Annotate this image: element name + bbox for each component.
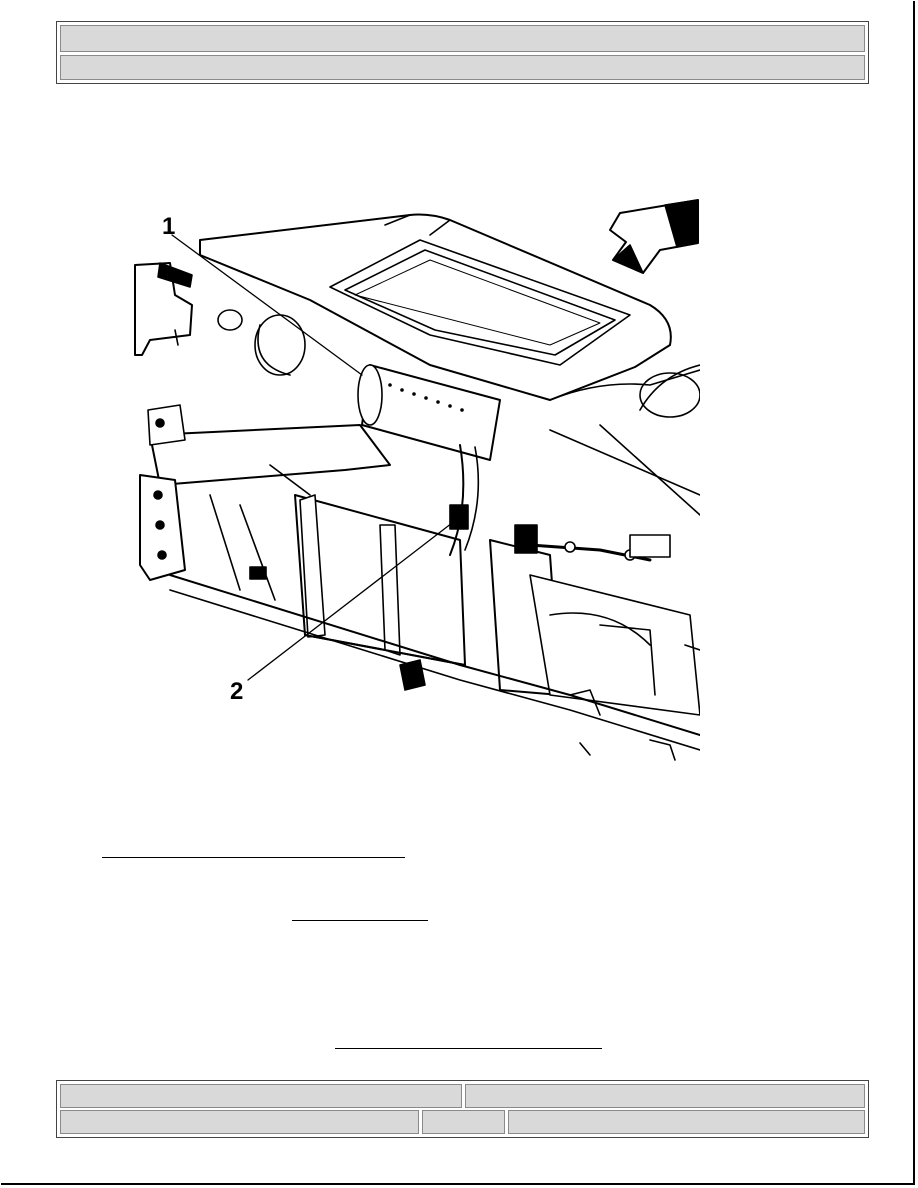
footer-cell-right-top — [465, 1084, 865, 1108]
footer-cell-bottom-right — [508, 1110, 865, 1134]
callout-2: 2 — [230, 678, 244, 705]
link-2[interactable] — [292, 920, 428, 921]
link-3[interactable] — [335, 1048, 602, 1049]
header-subtitle — [60, 55, 865, 80]
link-1[interactable] — [102, 857, 405, 858]
header-title — [60, 25, 865, 52]
footer-cell-left-top — [60, 1084, 462, 1108]
front-direction-arrow-icon — [609, 199, 699, 274]
footer-table — [56, 1080, 869, 1138]
footer-cell-bottom-left — [60, 1110, 419, 1134]
header-table — [56, 21, 869, 84]
footer-cell-bottom-middle — [422, 1110, 505, 1134]
callout-1: 1 — [162, 213, 176, 240]
instrument-panel-illustration — [130, 195, 701, 763]
